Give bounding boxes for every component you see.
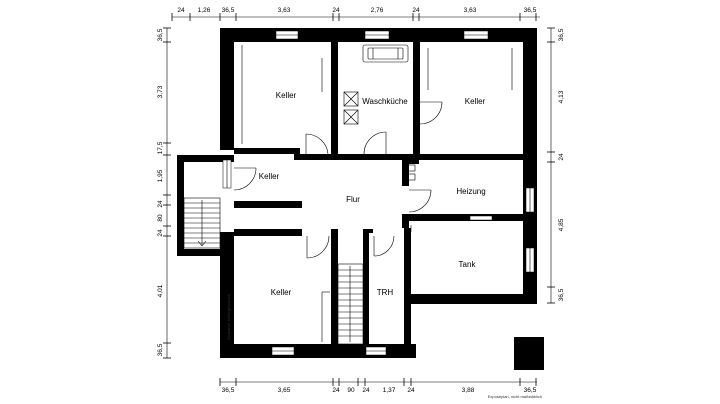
dim-top-5: 2,76 <box>371 7 384 14</box>
doors <box>233 101 443 259</box>
dim-right-3: 4,85 <box>558 218 565 231</box>
dim-left-6: 24 <box>157 229 164 237</box>
dim-left-5: 80 <box>157 214 164 222</box>
dim-bottom-6: 24 <box>407 387 415 394</box>
room-label-waschkueche: Waschküche <box>362 97 408 106</box>
stairs-outside <box>183 197 221 249</box>
dim-top-8: 36,5 <box>524 7 537 14</box>
dim-left-4: 24 <box>157 200 164 208</box>
dim-bottom-3: 90 <box>347 387 355 394</box>
dim-right-0: 36,5 <box>558 28 565 41</box>
dim-right-4: 36,5 <box>558 288 565 301</box>
dim-left-2: 17,5 <box>157 141 164 154</box>
dimension-labels-left: 36,5 3,73 17,5 1,95 24 80 24 4,01 36,5 <box>157 28 164 356</box>
dim-bottom-7: 3,88 <box>462 387 475 394</box>
legend-square-icon <box>514 337 544 370</box>
room-label-keller-ne: Keller <box>465 97 486 106</box>
window-tank-top <box>469 215 493 221</box>
windows <box>222 30 535 356</box>
plan-note: Exposéplan, nicht maßstäblich <box>488 394 542 399</box>
dim-left-0: 36,5 <box>157 28 164 41</box>
dim-bottom-0: 36,5 <box>222 387 235 394</box>
dimension-lines <box>163 13 555 386</box>
sink-icon <box>362 44 409 63</box>
dim-top-4: 24 <box>332 7 340 14</box>
dim-bottom-8: 36,5 <box>524 387 537 394</box>
dim-top-3: 3,63 <box>278 7 291 14</box>
dim-left-1: 3,73 <box>157 85 164 98</box>
room-label-keller-w: Keller <box>259 172 280 181</box>
room-label-flur: Flur <box>346 195 360 204</box>
dimension-labels-bottom: 36,5 3,65 24 90 24 1,37 24 3,88 36,5 <box>222 387 537 394</box>
dim-top-6: 24 <box>412 7 420 14</box>
room-labels: Keller Waschküche Keller Keller Flur Hei… <box>259 91 486 297</box>
dim-left-7: 4,01 <box>157 284 164 297</box>
dim-top-1: 1,26 <box>198 7 211 14</box>
dim-top-0: 24 <box>177 7 185 14</box>
dryer-icon <box>343 109 359 125</box>
dim-bottom-2: 24 <box>332 387 340 394</box>
fixtures <box>241 44 513 342</box>
room-label-keller-nw: Keller <box>276 91 297 100</box>
dimension-labels-top: 24 1,26 36,5 3,63 24 2,76 24 3,63 36,5 <box>177 7 536 14</box>
stairs-trh <box>337 263 364 345</box>
room-label-heizung: Heizung <box>456 187 485 196</box>
room-label-keller-sw: Keller <box>271 288 292 297</box>
dimension-labels-right: 36,5 4,13 24 4,85 36,5 <box>558 28 565 301</box>
room-label-tank: Tank <box>459 260 477 269</box>
washing-machine-icon <box>343 91 359 107</box>
dim-right-2: 24 <box>558 153 565 161</box>
watermark-text: Grundriss Kellergeschoss <box>226 294 231 340</box>
dim-bottom-4: 24 <box>362 387 370 394</box>
dim-top-2: 36,5 <box>222 7 235 14</box>
dim-left-8: 36,5 <box>157 343 164 356</box>
dim-top-7: 3,63 <box>464 7 477 14</box>
dim-bottom-5: 1,37 <box>383 387 396 394</box>
room-label-trh: TRH <box>377 288 394 297</box>
dim-left-3: 1,95 <box>157 169 164 182</box>
dim-bottom-1: 3,65 <box>278 387 291 394</box>
dim-right-1: 4,13 <box>558 90 565 103</box>
